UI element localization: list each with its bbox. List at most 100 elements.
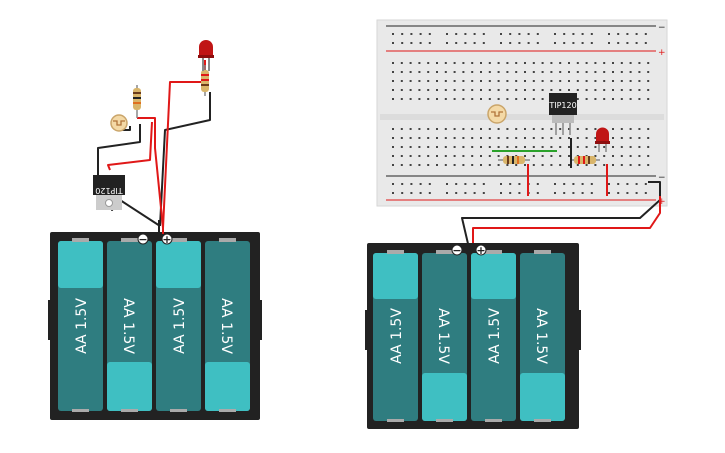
breadboard-hole[interactable] <box>612 80 614 82</box>
breadboard-hole[interactable] <box>559 137 562 139</box>
breadboard-hole[interactable] <box>500 183 502 185</box>
breadboard-hole[interactable] <box>550 80 553 82</box>
breadboard-hole[interactable] <box>471 146 474 148</box>
breadboard-hole[interactable] <box>620 71 623 73</box>
breadboard-hole[interactable] <box>427 137 430 139</box>
breadboard-hole[interactable] <box>428 192 431 194</box>
breadboard-hole[interactable] <box>594 155 597 157</box>
breadboard-hole[interactable] <box>436 164 438 166</box>
breadboard-hole[interactable] <box>585 80 588 82</box>
breadboard-hole[interactable] <box>497 137 500 139</box>
breadboard-hole[interactable] <box>559 128 562 130</box>
breadboard-hole[interactable] <box>612 146 614 148</box>
breadboard-hole[interactable] <box>436 71 438 73</box>
breadboard-hole[interactable] <box>576 80 579 82</box>
breadboard-hole[interactable] <box>559 146 562 148</box>
breadboard-hole[interactable] <box>620 155 623 157</box>
breadboard-hole[interactable] <box>506 62 509 64</box>
breadboard-hole[interactable] <box>462 62 465 64</box>
breadboard-hole[interactable] <box>392 33 394 35</box>
breadboard-hole[interactable] <box>647 128 650 130</box>
breadboard-hole[interactable] <box>410 192 413 194</box>
breadboard-hole[interactable] <box>524 71 526 73</box>
breadboard-hole[interactable] <box>462 98 465 100</box>
breadboard-hole[interactable] <box>400 137 403 139</box>
breadboard-hole[interactable] <box>541 80 544 82</box>
breadboard-hole[interactable] <box>428 42 431 44</box>
breadboard-hole[interactable] <box>518 42 521 44</box>
breadboard-hole[interactable] <box>638 98 641 100</box>
breadboard-hole[interactable] <box>536 183 539 185</box>
breadboard-hole[interactable] <box>626 42 629 44</box>
breadboard-hole[interactable] <box>444 71 447 73</box>
breadboard-hole[interactable] <box>471 137 474 139</box>
breadboard-hole[interactable] <box>392 137 394 139</box>
breadboard-hole[interactable] <box>532 164 535 166</box>
breadboard-hole[interactable] <box>410 33 413 35</box>
breadboard-hole[interactable] <box>554 192 556 194</box>
left-transistor[interactable]: TIP120 <box>93 175 125 210</box>
breadboard-hole[interactable] <box>518 33 521 35</box>
breadboard-hole[interactable] <box>419 33 422 35</box>
breadboard-hole[interactable] <box>612 98 614 100</box>
right-pos-terminal[interactable] <box>475 244 487 256</box>
breadboard-hole[interactable] <box>638 80 641 82</box>
breadboard-hole[interactable] <box>554 33 556 35</box>
breadboard-hole[interactable] <box>462 155 465 157</box>
breadboard-holes[interactable] <box>392 33 650 194</box>
breadboard-hole[interactable] <box>409 128 412 130</box>
breadboard-hole[interactable] <box>418 62 421 64</box>
breadboard-hole[interactable] <box>638 62 641 64</box>
breadboard-hole[interactable] <box>497 62 500 64</box>
breadboard-hole[interactable] <box>506 71 509 73</box>
breadboard-hole[interactable] <box>506 89 509 91</box>
breadboard-hole[interactable] <box>635 33 638 35</box>
breadboard-led[interactable] <box>595 127 610 153</box>
breadboard-hole[interactable] <box>506 98 509 100</box>
breadboard-hole[interactable] <box>603 155 606 157</box>
breadboard-hole[interactable] <box>453 137 456 139</box>
breadboard-hole[interactable] <box>462 71 465 73</box>
breadboard-hole[interactable] <box>603 80 606 82</box>
breadboard-hole[interactable] <box>392 192 394 194</box>
breadboard-hole[interactable] <box>541 164 544 166</box>
breadboard-hole[interactable] <box>576 137 579 139</box>
breadboard-hole[interactable] <box>480 164 482 166</box>
breadboard-hole[interactable] <box>488 164 491 166</box>
breadboard-hole[interactable] <box>427 146 430 148</box>
breadboard-hole[interactable] <box>647 71 650 73</box>
breadboard-hole[interactable] <box>644 192 647 194</box>
breadboard-hole[interactable] <box>603 146 606 148</box>
breadboard-hole[interactable] <box>638 164 641 166</box>
breadboard-hole[interactable] <box>480 71 482 73</box>
breadboard-hole[interactable] <box>500 33 502 35</box>
breadboard-hole[interactable] <box>500 192 502 194</box>
breadboard-hole[interactable] <box>488 137 491 139</box>
breadboard-hole[interactable] <box>585 128 588 130</box>
breadboard-hole[interactable] <box>581 183 584 185</box>
breadboard-hole[interactable] <box>626 192 629 194</box>
breadboard-hole[interactable] <box>392 89 394 91</box>
breadboard-hole[interactable] <box>620 89 623 91</box>
breadboard-hole[interactable] <box>572 42 575 44</box>
breadboard-hole[interactable] <box>541 89 544 91</box>
breadboard-hole[interactable] <box>559 71 562 73</box>
breadboard-hole[interactable] <box>392 164 394 166</box>
breadboard-hole[interactable] <box>497 98 500 100</box>
breadboard-hole[interactable] <box>638 128 641 130</box>
breadboard-hole[interactable] <box>532 146 535 148</box>
breadboard-hole[interactable] <box>488 146 491 148</box>
breadboard-hole[interactable] <box>536 42 539 44</box>
breadboard-hole[interactable] <box>453 128 456 130</box>
breadboard-hole[interactable] <box>509 42 512 44</box>
breadboard-hole[interactable] <box>392 146 394 148</box>
breadboard-hole[interactable] <box>471 80 474 82</box>
breadboard-hole[interactable] <box>497 164 500 166</box>
breadboard-hole[interactable] <box>550 89 553 91</box>
breadboard-hole[interactable] <box>409 146 412 148</box>
breadboard-hole[interactable] <box>497 128 500 130</box>
breadboard-hole[interactable] <box>617 192 620 194</box>
left-battery-holder[interactable]: AA 1.5V AA 1.5V AA 1.5V AA 1.5V − + <box>48 232 262 420</box>
breadboard-hole[interactable] <box>518 183 521 185</box>
breadboard-hole[interactable] <box>576 98 579 100</box>
